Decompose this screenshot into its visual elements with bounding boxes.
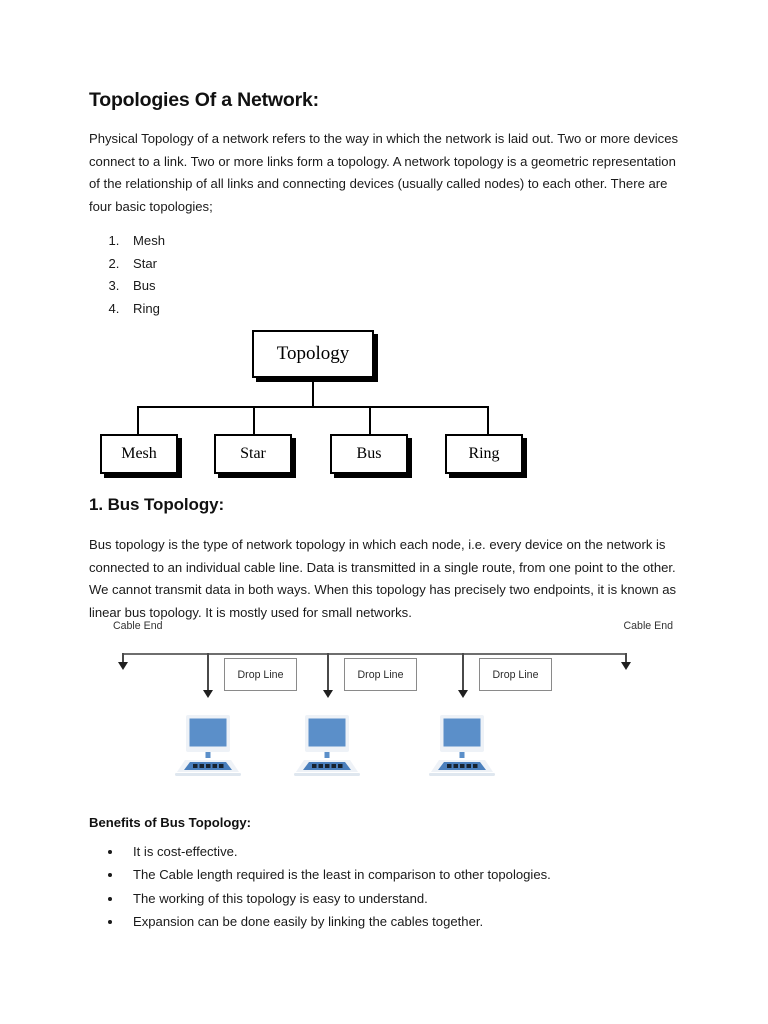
cable-end-label-right: Cable End [623,620,673,632]
computer-node-1 [175,714,241,778]
drop-line-arrow-1 [203,690,213,698]
tree-node-label: Ring [468,445,500,462]
section-heading-bus-topology: 1. Bus Topology: [89,495,225,514]
computer-icon [294,715,360,776]
tree-node-label: Bus [356,445,382,462]
tree-node-label: Mesh [121,445,157,462]
drop-line-arrow-2 [323,690,333,698]
cable-end-label-left: Cable End [113,620,163,632]
drop-line-connector-3 [462,653,464,693]
drop-line-label: Drop Line [357,668,404,681]
drop-line-label: Drop Line [237,668,284,681]
intro-paragraph: Physical Topology of a network refers to… [89,131,679,214]
tree-node-label: Star [240,445,266,462]
drop-line-box-2: Drop Line [344,658,417,691]
tree-connector-drop-bus [369,406,372,434]
tree-node-bus: Bus [330,434,408,474]
benefits-heading: Benefits of Bus Topology: [89,815,251,830]
cable-end-arrow-left [118,662,128,670]
document-content: Topologies Of a Network: Physical Topolo… [89,88,681,321]
tree-connector-drop-star [253,406,256,434]
bus-topology-section: 1. Bus Topology: Bus topology is the typ… [89,494,681,624]
drop-line-box-3: Drop Line [479,658,552,691]
topology-tree-diagram: Topology Mesh Star Bus Ring [89,318,681,486]
tree-connector-stem [312,378,315,406]
list-item: The Cable length required is the least i… [123,863,681,886]
tree-connector-drop-ring [487,406,490,434]
computer-icon [429,715,495,776]
drop-line-label: Drop Line [492,668,539,681]
benefits-section: Benefits of Bus Topology: It is cost-eff… [89,815,681,933]
drop-line-connector-2 [327,653,329,693]
tree-connector-drop-mesh [137,406,140,434]
list-item: Mesh [123,230,681,253]
tree-connector-bar [137,406,489,409]
computer-node-2 [294,714,360,778]
computer-icon [175,715,241,776]
tree-node-topology: Topology [252,330,374,378]
cable-end-line-right [625,653,627,664]
list-item: Star [123,253,681,276]
list-item: Expansion can be done easily by linking … [123,910,681,933]
tree-node-ring: Ring [445,434,523,474]
tree-node-star: Star [214,434,292,474]
drop-line-box-1: Drop Line [224,658,297,691]
drop-line-arrow-3 [458,690,468,698]
page-title: Topologies Of a Network: [89,89,319,111]
list-item: Ring [123,298,681,321]
topology-numbered-list: Mesh Star Bus Ring [89,230,681,320]
drop-line-connector-1 [207,653,209,693]
tree-node-label: Topology [276,343,350,364]
tree-node-mesh: Mesh [100,434,178,474]
computer-node-3 [429,714,495,778]
section-paragraph: Bus topology is the type of network topo… [89,537,677,620]
list-item: Bus [123,275,681,298]
list-item: It is cost-effective. [123,840,681,863]
cable-end-arrow-right [621,662,631,670]
backbone-cable-line [122,653,626,655]
cable-end-line-left [122,653,124,664]
list-item: The working of this topology is easy to … [123,887,681,910]
benefits-list: It is cost-effective. The Cable length r… [89,840,681,933]
bus-topology-diagram: Cable End Cable End Drop Line Drop Line … [89,612,681,792]
